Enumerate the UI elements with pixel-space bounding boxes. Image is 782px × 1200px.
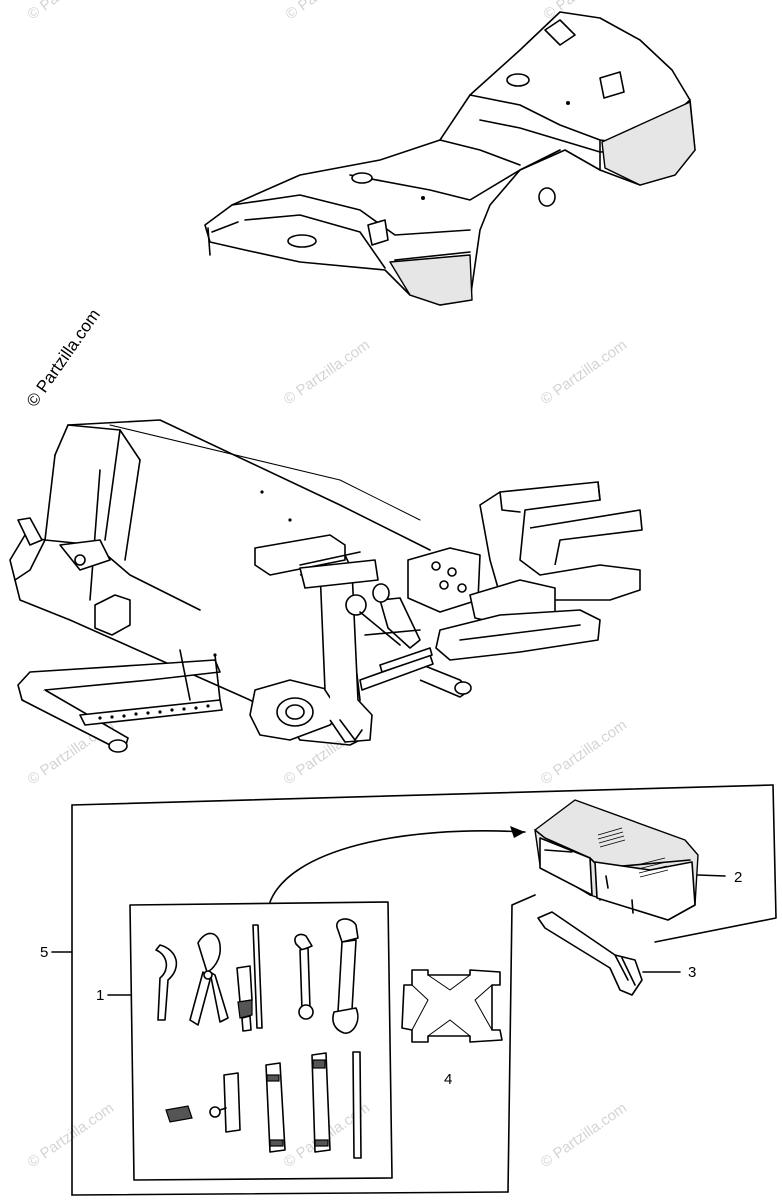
tool-kit-bracket (51, 784, 777, 1196)
watermark-text: © Partzilla.com (25, 1099, 118, 1171)
owners-manual-sheet (401, 969, 503, 1043)
socket-wrench-icon (311, 1052, 331, 1153)
extension-bar-icon (352, 1051, 362, 1159)
watermark-text: © Partzilla.com (538, 336, 631, 408)
callout-2: 2 (734, 869, 742, 886)
wrench-small-icon (294, 933, 314, 1020)
watermark-text: © Partzilla.com (538, 716, 631, 788)
callout-3: 3 (688, 964, 696, 981)
tool-bag-stitching (597, 827, 669, 878)
watermark-text: © Partzilla.com (538, 1099, 631, 1171)
tool-set-box (107, 826, 526, 1181)
wrench-large-icon (332, 918, 359, 1034)
callout-1: 1 (96, 987, 104, 1004)
watermark-text: © Partzilla.com (25, 0, 118, 23)
frame-assembly (9, 419, 643, 753)
watermark-text: © Partzilla.com (281, 336, 374, 408)
tire-gauge-icon (209, 1072, 241, 1133)
socket-wrench-icon (265, 1062, 286, 1153)
skid-plate-holes (98, 704, 210, 720)
tool-bag (534, 799, 726, 921)
pliers-icon (189, 932, 229, 1026)
callout-5: 5 (40, 944, 48, 961)
front-fender-panel (204, 11, 696, 306)
watermark-main: © Partzilla.com (23, 306, 104, 411)
tool-set-items (155, 918, 362, 1159)
fuse-icon (165, 1105, 193, 1123)
callout-4: 4 (444, 1071, 452, 1088)
hook-spanner-icon (155, 944, 178, 1021)
spanner-wrench-part (537, 911, 681, 996)
watermark-text: © Partzilla.com (283, 0, 376, 23)
screwdriver-icon (236, 924, 263, 1032)
